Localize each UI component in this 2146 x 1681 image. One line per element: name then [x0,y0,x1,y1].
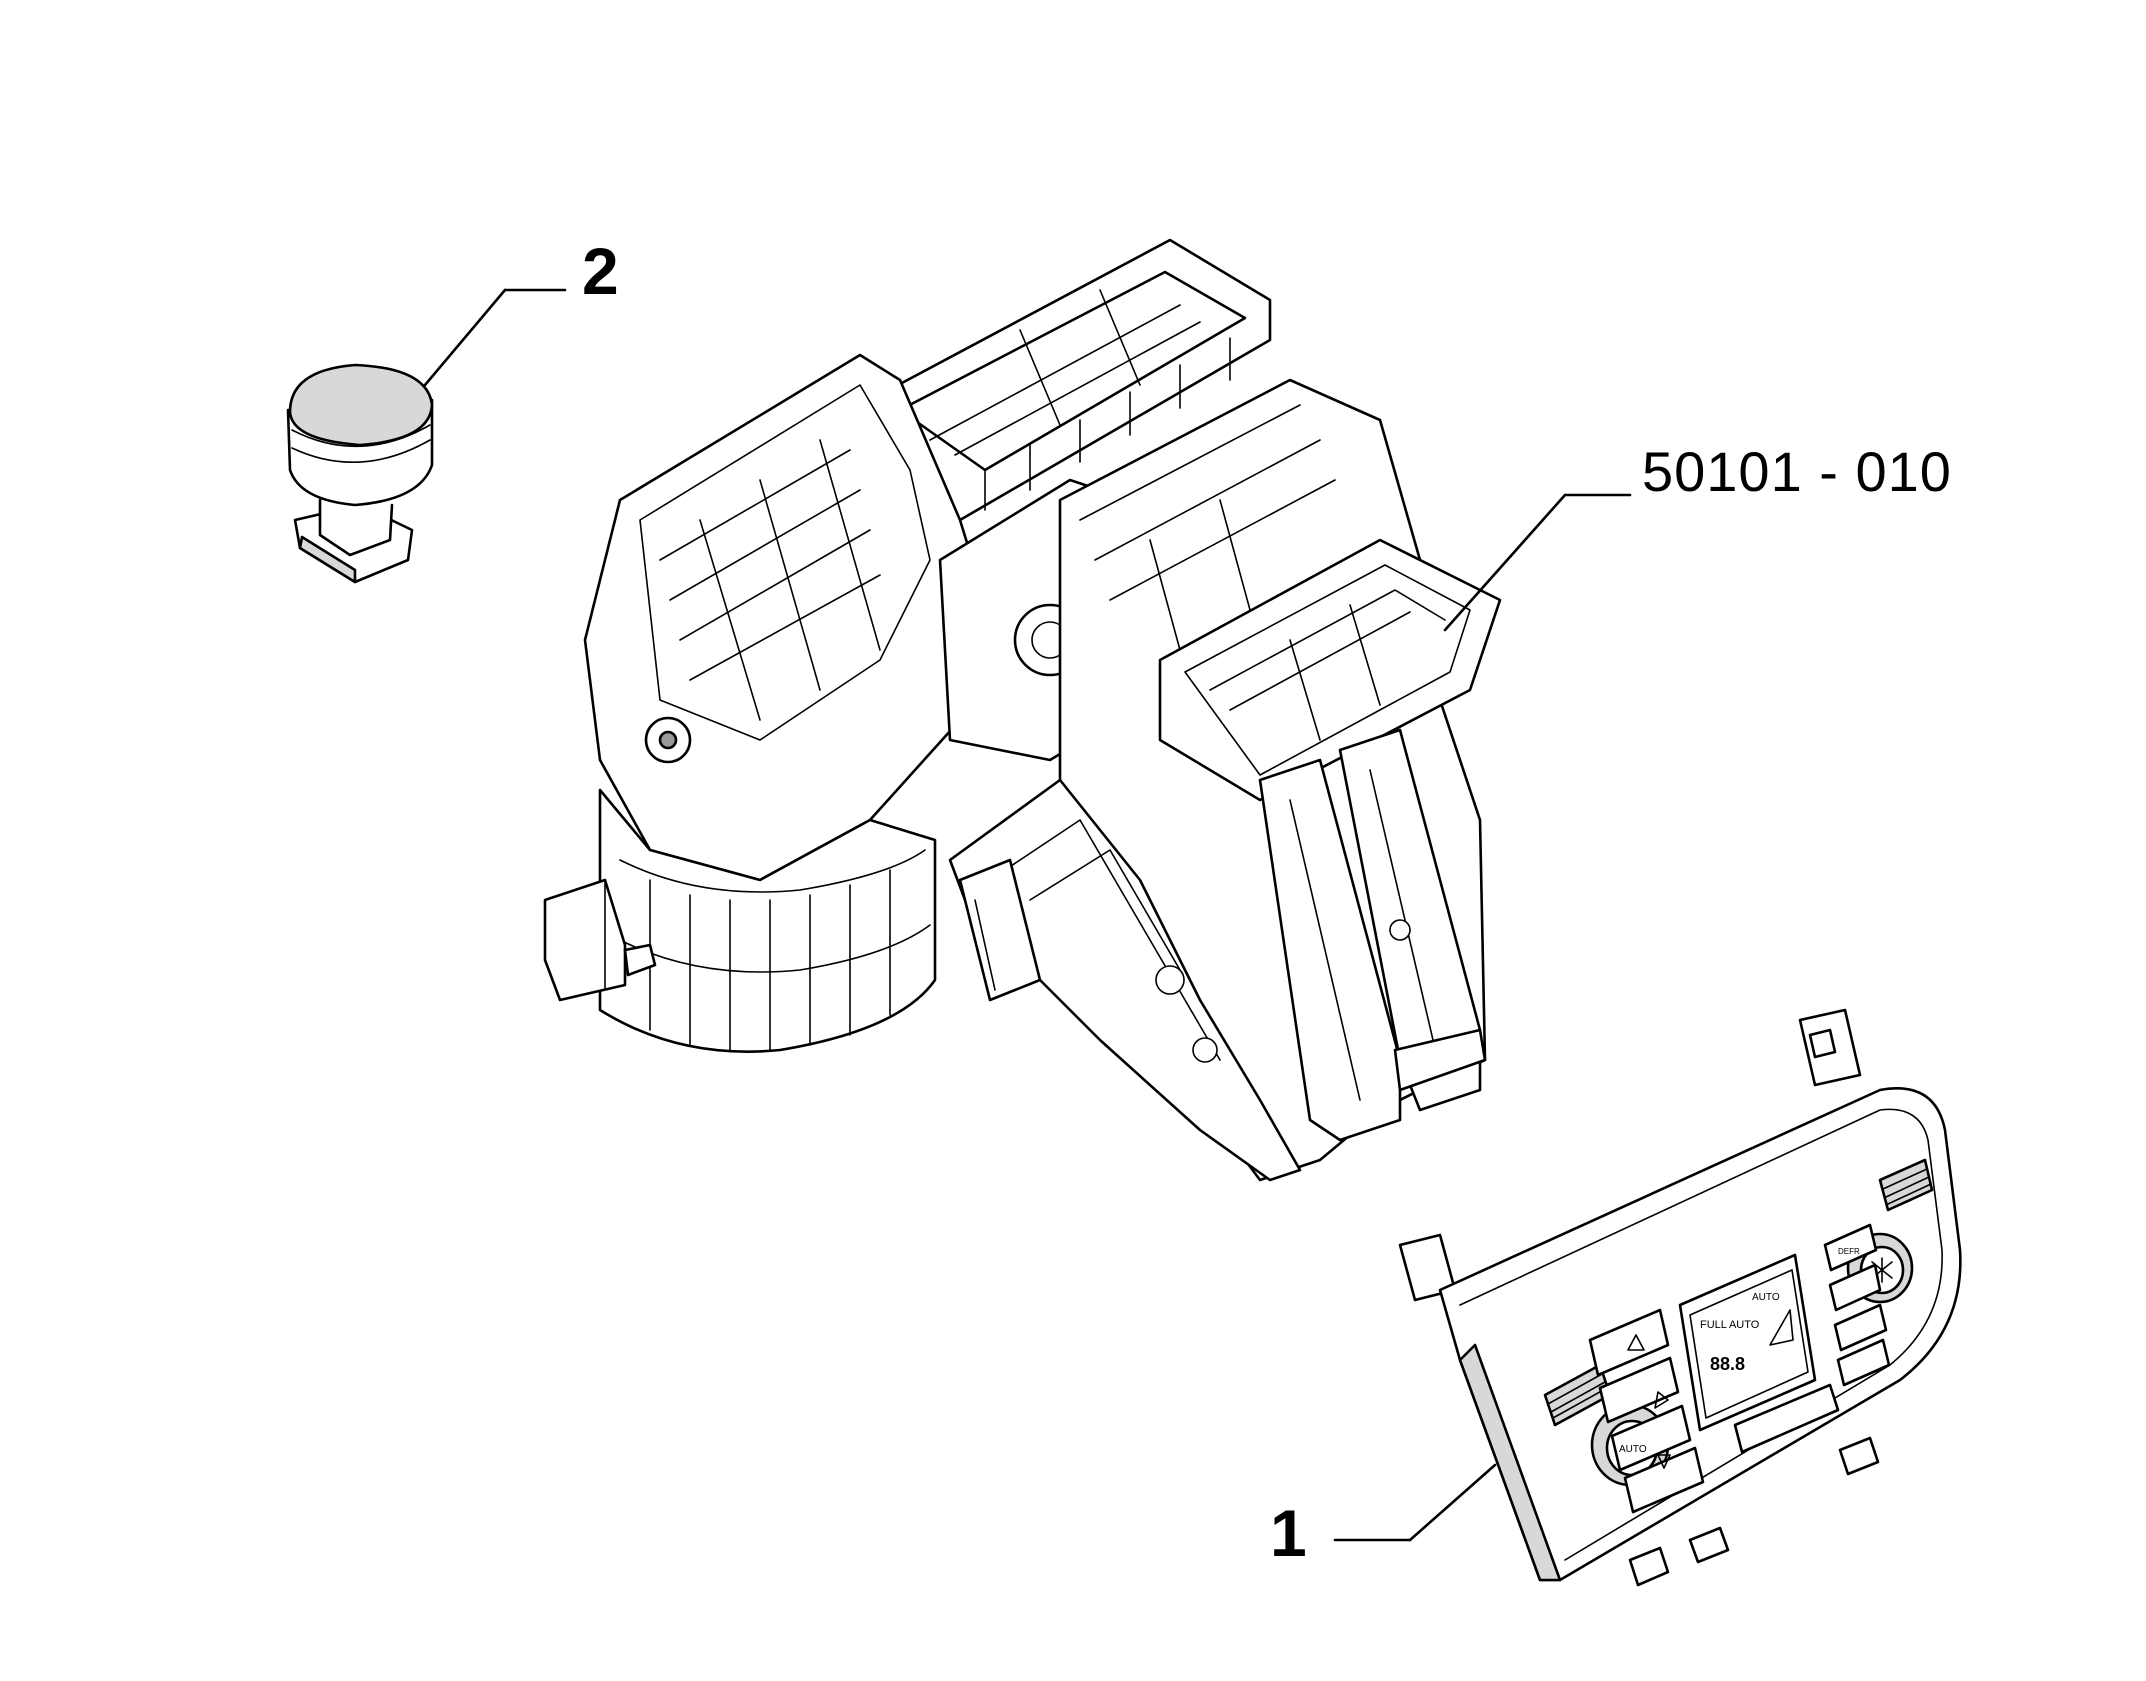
defrost-button-text: DEFR [1838,1247,1860,1256]
heater-assembly-part [543,238,1632,1182]
panel-leader-line [1408,1463,1497,1542]
knob-auto-text: AUTO [1619,1444,1647,1455]
sensor-part [286,288,567,584]
control-panel-part [1333,1008,1962,1587]
callout-control-panel: 1 [1270,1496,1307,1570]
callout-sensor: 2 [582,234,619,308]
sensor-leader-line [423,288,507,387]
assembly-leader-line [1443,493,1567,632]
callout-heater-assembly: 50101 - 010 [1642,440,1952,503]
panel-temp-readout: 88.8 [1710,1354,1745,1374]
panel-full-auto-text: FULL AUTO [1700,1319,1760,1331]
panel-auto-text: AUTO [1752,1292,1780,1303]
